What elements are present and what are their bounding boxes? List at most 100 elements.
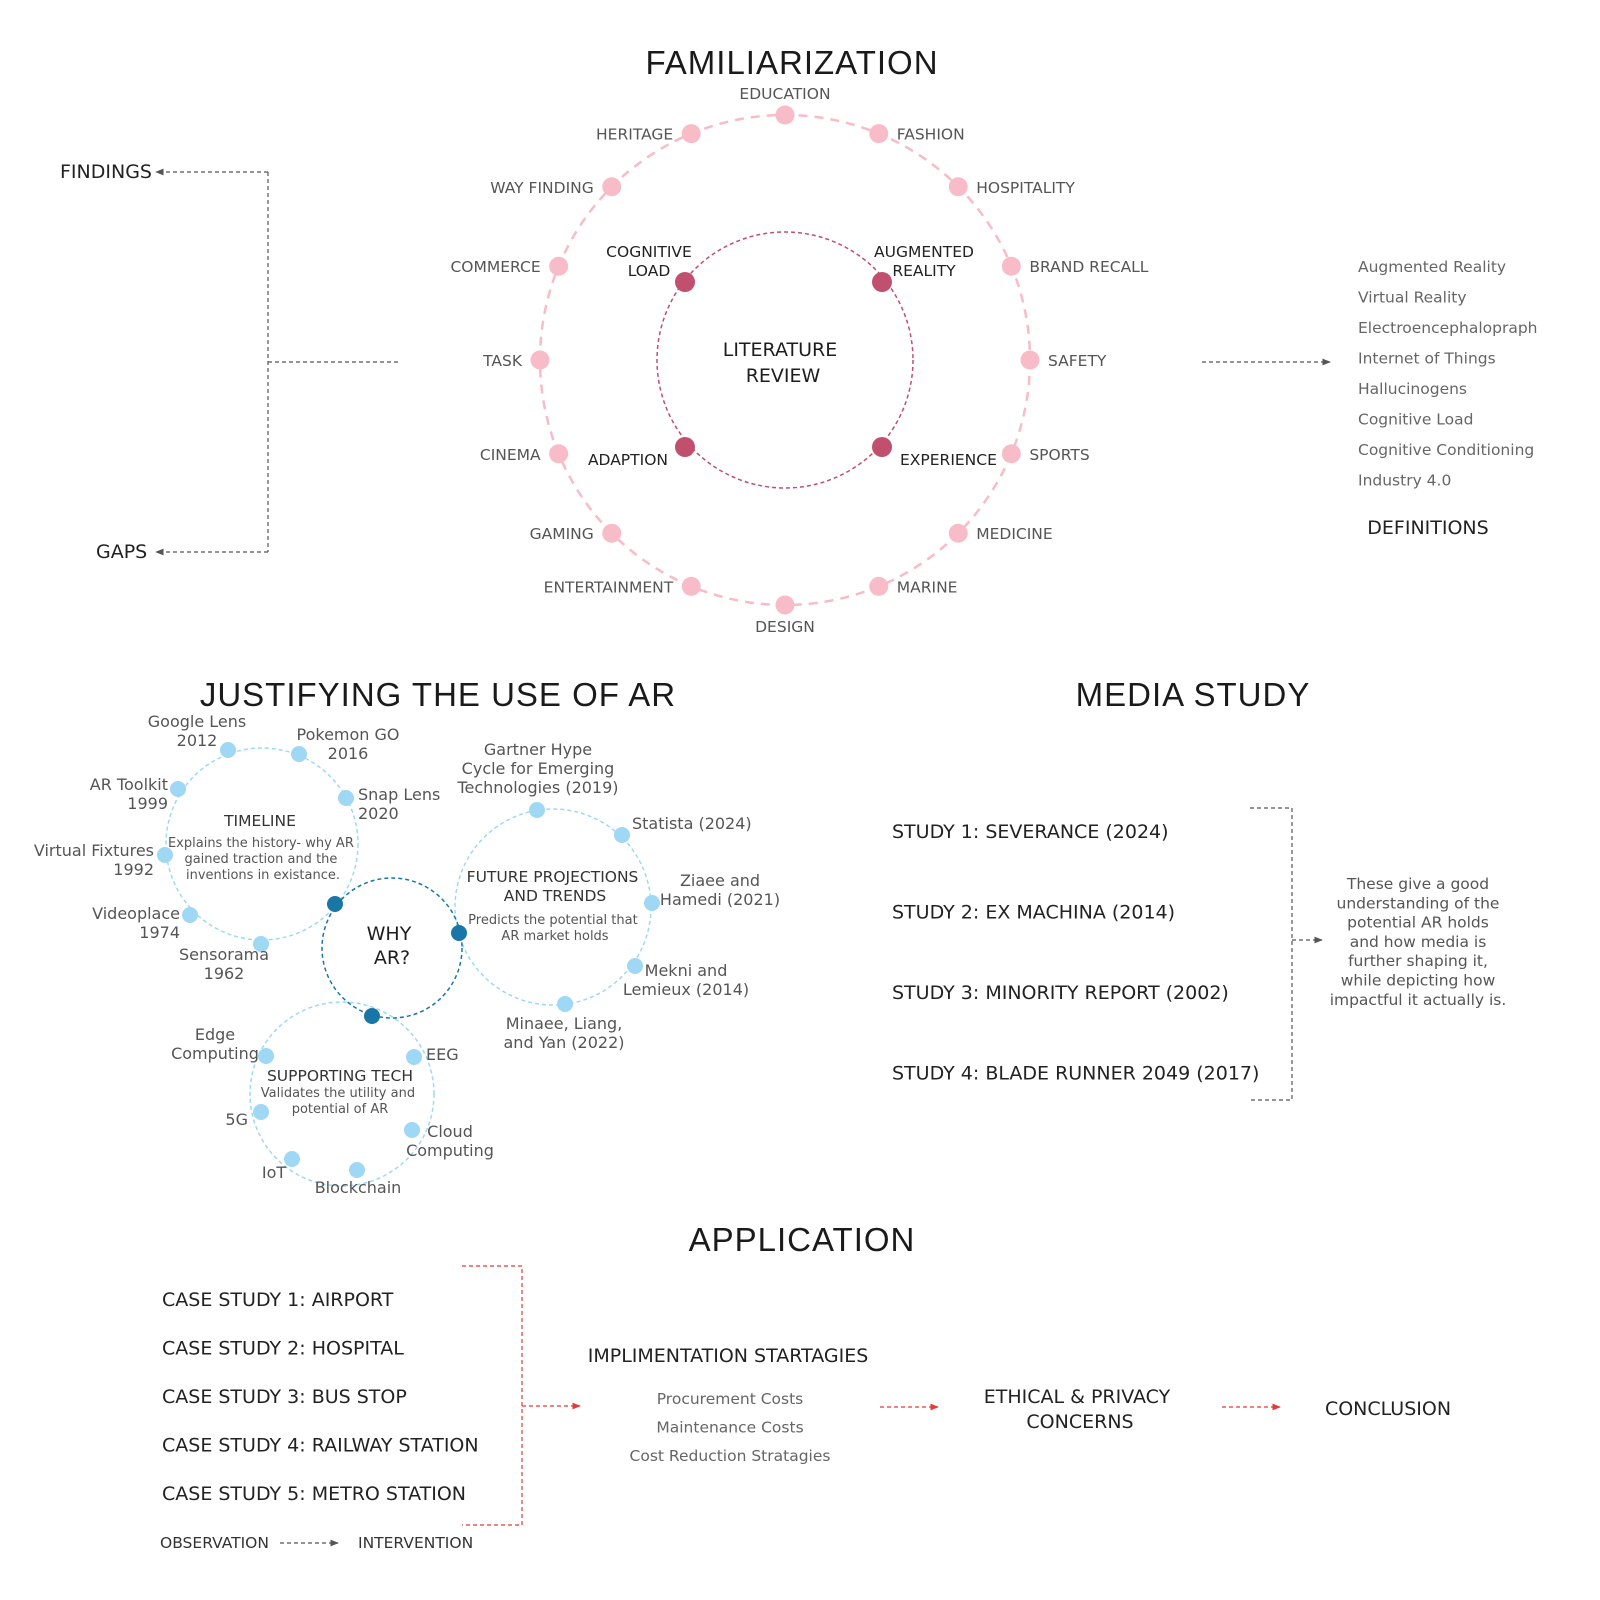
inner-label-cognitive-load-line: LOAD xyxy=(628,262,671,280)
media-study-1: STUDY 1: SEVERANCE (2024) xyxy=(892,821,1169,843)
timeline-node-pokemon-go xyxy=(291,746,307,762)
future-desc-2: AR market holds xyxy=(501,929,608,944)
node-heritage xyxy=(681,124,701,144)
support-node-5g xyxy=(253,1104,269,1120)
timeline-label-virtual-fixtures-line: 1992 xyxy=(113,860,154,879)
future-label-mekni-and-line: Lemieux (2014) xyxy=(623,980,749,999)
future-label-ziaee-and-line: Ziaee and xyxy=(680,871,760,890)
familiarization-section: FAMILIARIZATION EDUCATIONFASHIONHOSPITAL… xyxy=(60,44,1538,636)
definition-augmented-reality: Augmented Reality xyxy=(1358,258,1506,276)
support-node-cloud xyxy=(404,1122,420,1138)
case-study-1: CASE STUDY 1: AIRPORT xyxy=(162,1289,394,1311)
inner-node-augmented-reality xyxy=(872,272,892,292)
timeline-desc-3: inventions in existance. xyxy=(186,868,340,883)
future-title-2: AND TRENDS xyxy=(504,887,606,905)
support-label-iot-line: IoT xyxy=(262,1163,287,1182)
media-note-text-line: impactful it actually is. xyxy=(1330,991,1507,1009)
support-label-eeg: EEG xyxy=(426,1045,459,1064)
node-entertainment xyxy=(681,576,701,596)
future-node-statista-2024 xyxy=(614,827,630,843)
timeline-label-virtual-fixtures-line: Virtual Fixtures xyxy=(34,841,154,860)
support-node-iot xyxy=(284,1151,300,1167)
label-fashion: FASHION xyxy=(897,126,965,144)
node-task xyxy=(530,350,550,370)
timeline-label-sensorama-line: Sensorama xyxy=(179,945,269,964)
inner-label-augmented-reality-line: AUGMENTED xyxy=(874,243,974,261)
media-note-text-line: These give a good xyxy=(1346,875,1489,893)
media-note-text-line: and how media is xyxy=(1350,933,1487,951)
support-node-blockchain xyxy=(349,1162,365,1178)
future-desc: Predicts the potential that AR market ho… xyxy=(468,913,642,944)
ethics-line-1: ETHICAL & PRIVACY xyxy=(984,1386,1171,1408)
gaps-label: GAPS xyxy=(96,541,147,563)
application-section: APPLICATION CASE STUDY 1: AIRPORT CASE ST… xyxy=(160,1221,1451,1552)
ethics-label: ETHICAL & PRIVACY CONCERNS xyxy=(984,1386,1177,1433)
inner-label-experience: EXPERIENCE xyxy=(900,451,997,469)
future-label-minaee-liang: Minaee, Liang,and Yan (2022) xyxy=(504,1014,625,1052)
media-study-3: STUDY 3: MINORITY REPORT (2002) xyxy=(892,982,1229,1004)
definition-industry-4-0: Industry 4.0 xyxy=(1358,472,1451,490)
node-commerce xyxy=(549,256,569,276)
why-ar-ring xyxy=(321,877,463,1019)
label-brand-recall: BRAND RECALL xyxy=(1029,258,1148,276)
literature-review-line-1: LITERATURE xyxy=(723,339,837,361)
future-label-statista-2024-line: Statista (2024) xyxy=(632,814,752,833)
why-ar-node-support xyxy=(364,1008,380,1024)
findings-label: FINDINGS xyxy=(60,161,152,183)
media-study-section: MEDIA STUDY STUDY 1: SEVERANCE (2024)STU… xyxy=(892,676,1507,1101)
support-label-edge-line: Edge xyxy=(195,1025,235,1044)
inner-node-experience xyxy=(872,437,892,457)
node-cinema xyxy=(549,444,569,464)
future-desc-1: Predicts the potential that xyxy=(468,913,638,928)
support-label-blockchain-line: Blockchain xyxy=(315,1178,402,1197)
support-title: SUPPORTING TECH xyxy=(267,1067,413,1085)
timeline-label-ar-toolkit-line: 1999 xyxy=(127,794,168,813)
support-desc: Validates the utility and potential of A… xyxy=(261,1086,419,1117)
label-sports: SPORTS xyxy=(1029,446,1089,464)
node-hospitality xyxy=(948,177,968,197)
timeline-label-videoplace-line: Videoplace xyxy=(92,904,180,923)
support-label-blockchain: Blockchain xyxy=(315,1178,402,1197)
inner-node-adaption xyxy=(675,437,695,457)
justifying-title: JUSTIFYING THE USE OF AR xyxy=(200,676,676,713)
timeline-label-sensorama-line: 1962 xyxy=(204,964,245,983)
future-node-gartner-hype xyxy=(529,802,545,818)
support-desc-1: Validates the utility and xyxy=(261,1086,415,1101)
inner-label-adaption-line: ADAPTION xyxy=(588,451,668,469)
support-label-5g: 5G xyxy=(225,1110,248,1129)
why-ar-line-1: WHY xyxy=(367,923,412,945)
strategy-cost-reduction-stratagies: Cost Reduction Stratagies xyxy=(630,1447,831,1465)
support-label-cloud-line: Cloud xyxy=(427,1122,473,1141)
future-node-ziaee-and xyxy=(644,895,660,911)
label-marine: MARINE xyxy=(897,578,958,596)
label-cinema: CINEMA xyxy=(480,446,541,464)
support-label-eeg-line: EEG xyxy=(426,1045,459,1064)
timeline-label-videoplace-line: 1974 xyxy=(139,923,180,942)
strategy-procurement-costs: Procurement Costs xyxy=(657,1390,804,1408)
inner-label-adaption: ADAPTION xyxy=(588,451,668,469)
media-bracket xyxy=(1250,807,1293,1101)
future-node-mekni-and xyxy=(627,958,643,974)
future-label-minaee-liang-line: and Yan (2022) xyxy=(504,1033,625,1052)
inner-ring xyxy=(656,231,914,489)
future-label-gartner-hype-line: Gartner Hype xyxy=(484,740,592,759)
timeline-node-snap-lens xyxy=(338,790,354,806)
future-label-gartner-hype-line: Cycle for Emerging xyxy=(462,759,615,778)
future-label-mekni-and-line: Mekni and xyxy=(645,961,728,980)
label-entertainment: ENTERTAINMENT xyxy=(544,578,674,596)
inner-label-cognitive-load-line: COGNITIVE xyxy=(606,243,692,261)
case-study-5: CASE STUDY 5: METRO STATION xyxy=(162,1483,466,1505)
definition-hallucinogens: Hallucinogens xyxy=(1358,380,1467,398)
application-title: APPLICATION xyxy=(689,1221,916,1258)
